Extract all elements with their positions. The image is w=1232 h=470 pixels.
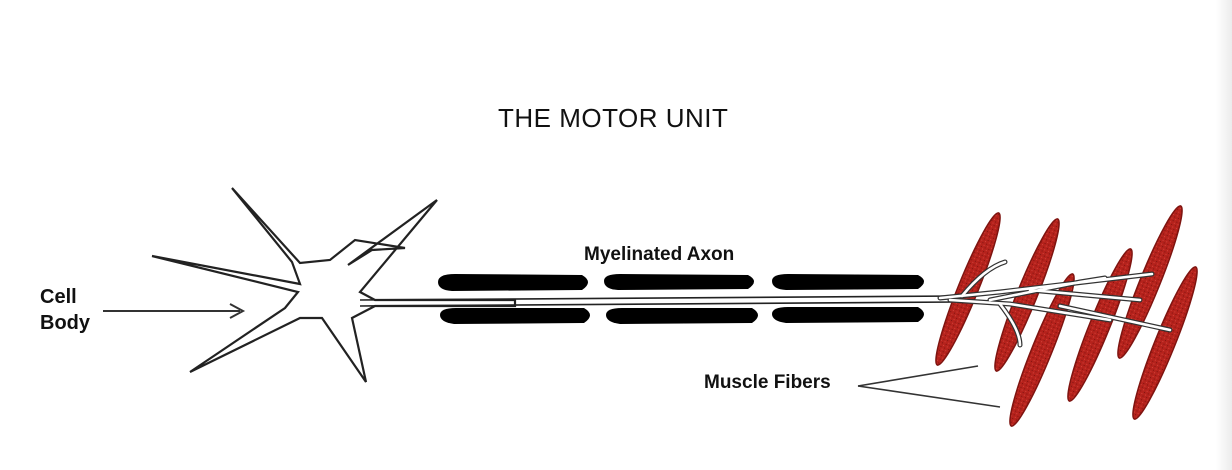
myelin-segment: [772, 307, 924, 323]
myelin-segment: [606, 308, 758, 324]
cell-body-label-line2: Body: [40, 312, 90, 334]
myelin-segment: [440, 308, 590, 324]
page-edge-shadow: [1216, 0, 1232, 470]
myelinated-axon-label: Myelinated Axon: [584, 244, 735, 265]
myelin-sheath: [438, 274, 924, 324]
diagram-title: THE MOTOR UNIT: [498, 103, 729, 133]
muscle-fibers: [935, 205, 1198, 427]
axon: [359, 295, 961, 307]
muscle-fiber: [1132, 266, 1198, 420]
cell-body-label: Cell Body: [40, 284, 90, 336]
cell-body-arrow: [103, 303, 246, 319]
myelin-segment: [604, 274, 754, 290]
muscle-fibers-label: Muscle Fibers: [704, 372, 831, 393]
cell-body-label-line1: Cell: [40, 286, 77, 308]
muscle-fibers-pointer: [857, 365, 1001, 408]
axon-terminals: [937, 259, 1173, 348]
myelin-segment: [772, 274, 924, 290]
muscle-fiber: [1067, 248, 1133, 402]
myelin-segment: [438, 274, 588, 291]
